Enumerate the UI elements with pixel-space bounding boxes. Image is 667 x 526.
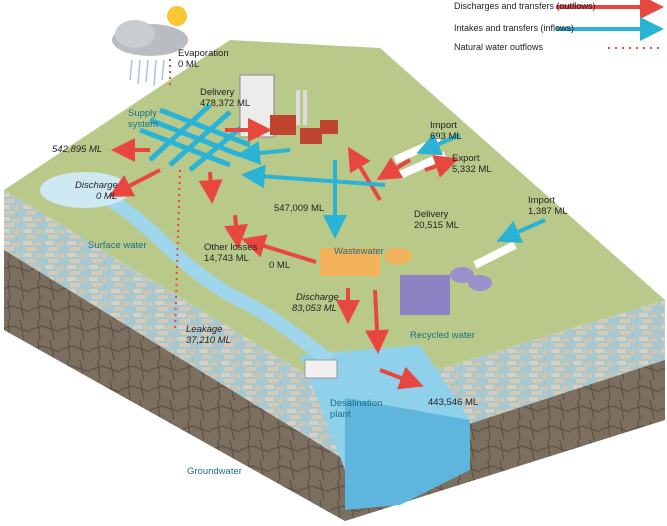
supply-system-label: Supply system — [128, 108, 159, 130]
delivery2-label: Delivery — [414, 209, 449, 220]
discharge2-value: 83,053 ML — [292, 303, 337, 314]
wastewater-inflow-value: 547,009 ML — [274, 203, 325, 214]
natural-outflow-arrows — [169, 55, 181, 331]
house-icon — [300, 128, 322, 144]
discharge-label: Discharge — [75, 180, 118, 191]
leakage-label: Leakage — [186, 324, 223, 335]
discharge2-label: Discharge — [296, 292, 339, 303]
wastewater-plant — [320, 248, 412, 276]
digester-icon — [384, 248, 412, 264]
delivery2-value: 20,515 ML — [414, 220, 459, 231]
legend-outflows-label: Discharges and transfers (outflows) — [454, 1, 596, 11]
leakage-value: 37,210 ML — [186, 335, 231, 346]
import2-value: 1,387 ML — [528, 206, 568, 217]
surface-water-label: Surface water — [88, 240, 147, 251]
desalination-plant-label: Desalination plant — [330, 398, 383, 420]
ground-block — [4, 40, 665, 521]
groundwater-label: Groundwater — [187, 466, 242, 477]
recycling-pipes — [400, 275, 450, 315]
import2-label: Import — [528, 195, 555, 206]
zero-value: 0 ML — [269, 260, 291, 271]
desalination-plant-icon — [304, 359, 338, 379]
tank-icon — [468, 275, 492, 291]
house-icon — [270, 115, 296, 135]
inflow-arrows — [236, 133, 546, 243]
delivery-value: 478,372 ML — [200, 98, 251, 109]
treatment-tank — [320, 248, 380, 276]
river — [106, 193, 334, 366]
supply-value: 542,895 ML — [52, 144, 103, 155]
recycled-water-label: Recycled water — [410, 330, 475, 341]
export-value: 5,332 ML — [452, 164, 492, 175]
other-losses-label: Other losses — [204, 242, 258, 253]
export-label: Export — [452, 153, 480, 164]
surface-water-lake — [40, 172, 130, 208]
legend — [556, 0, 664, 49]
house-icon — [320, 120, 338, 134]
sea-front — [345, 398, 470, 510]
evaporation-label: Evaporation — [178, 48, 229, 59]
rain-icon — [129, 59, 165, 87]
outflow-arrows — [108, 118, 459, 390]
front-left-rock-layer — [4, 250, 345, 521]
weather — [112, 6, 188, 87]
legend-inflows-label: Intakes and transfers (inflows) — [454, 23, 575, 33]
legend-natural-label: Natural water outflows — [454, 42, 544, 52]
tank-icon — [450, 267, 474, 283]
import-label: Import — [430, 120, 457, 131]
wastewater-label: Wastewater — [334, 246, 384, 257]
sun-icon — [167, 6, 187, 26]
import-pipe-2 — [473, 241, 517, 269]
recycled-water-plant — [400, 267, 492, 315]
discharge-value: 0 ML — [96, 191, 118, 202]
other-losses-value: 14,743 ML — [204, 253, 249, 264]
evaporation-value: 0 ML — [178, 59, 200, 70]
desalination-value: 443,546 ML — [428, 397, 479, 408]
delivery-label: Delivery — [200, 87, 235, 98]
import-value: 693 ML — [430, 131, 462, 142]
